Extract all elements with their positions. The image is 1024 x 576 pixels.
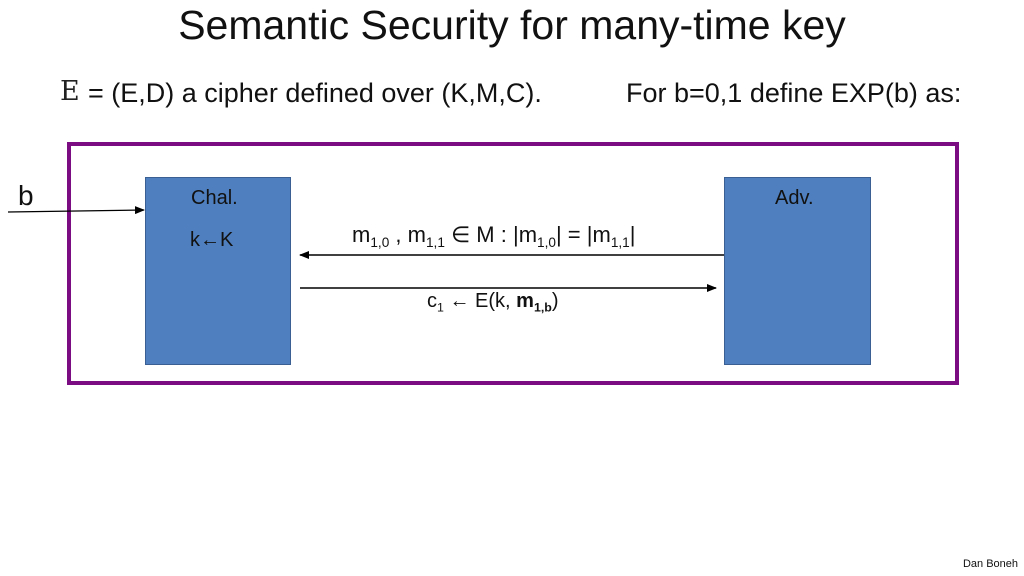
close-paren: ): [551, 290, 559, 312]
c-sub: 1: [437, 300, 444, 315]
experiment-definition: For b=0,1 define EXP(b) as:: [626, 78, 962, 108]
slide-title: Semantic Security for many-time key: [178, 2, 846, 48]
bit-b-label: b: [18, 180, 34, 211]
membership-text: ∈ M : |: [444, 222, 519, 247]
m-symbol: m: [592, 222, 611, 247]
key-generation-label: k←K: [190, 229, 234, 251]
sub-1-0: 1,0: [370, 234, 390, 250]
cipher-symbol: E: [60, 76, 80, 107]
cipher-definition: = (E,D) a cipher defined over (K,M,C).: [88, 78, 542, 108]
m-symbol: m: [518, 222, 538, 247]
m-symbol: m: [407, 222, 426, 247]
author-footer: Dan Boneh: [962, 558, 1018, 570]
message-query-label: m1,0 , m1,1 ∈ M : |m1,0| = |m1,1|: [352, 222, 635, 250]
adversary-box: [724, 177, 871, 365]
comma: ,: [389, 222, 408, 247]
adversary-label: Adv.: [775, 187, 814, 209]
m-symbol: m: [352, 222, 371, 247]
challenger-box: [145, 177, 291, 365]
ciphertext-response-label: c1 ← E(k, m1,b): [427, 290, 559, 314]
sub-1-0: 1,0: [537, 234, 556, 250]
encrypt-text: ← E(k,: [443, 290, 517, 312]
length-end: |: [629, 222, 636, 247]
c-symbol: c: [427, 290, 437, 312]
length-equals: | = |: [555, 222, 593, 247]
sub-1-1: 1,1: [425, 234, 445, 250]
m-bold-sub: 1,b: [533, 300, 552, 315]
experiment-frame: [67, 142, 959, 385]
bit-input-arrow: [7, 206, 145, 215]
sub-1-1: 1,1: [610, 234, 630, 250]
challenger-label: Chal.: [191, 187, 238, 209]
m-bold-symbol: m: [516, 290, 534, 312]
